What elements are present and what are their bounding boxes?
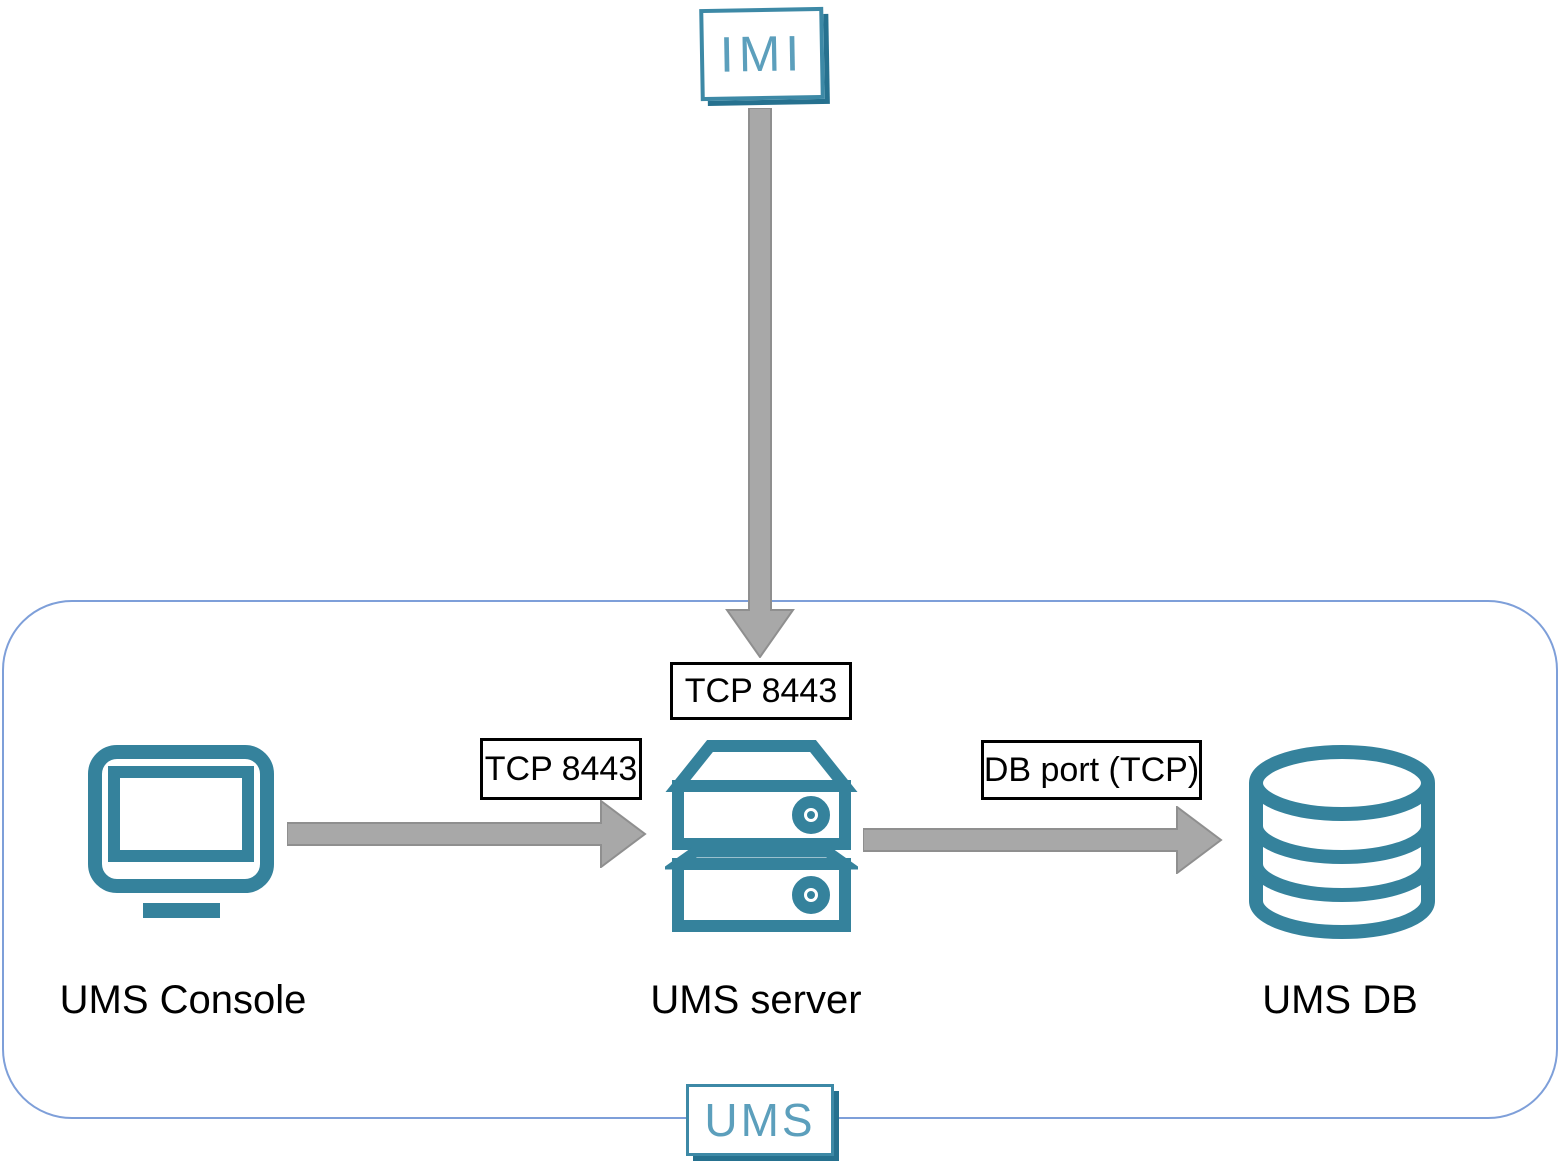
ums-group-label: UMS [704,1094,816,1146]
ums-server-text: UMS server [650,978,862,1022]
ums-db-label: UMS DB [1190,978,1490,1023]
ums-console-label: UMS Console [33,978,333,1023]
server-icon [665,740,858,932]
server-to-db-arrow [863,806,1223,874]
tcp-8443-top-text: TCP 8443 [684,671,838,710]
database-icon [1249,745,1435,939]
tcp-8443-left-text: TCP 8443 [484,749,638,788]
ums-group-box: UMS [686,1084,834,1156]
console-to-server-arrow [287,800,647,868]
ums-db-text: UMS DB [1262,978,1418,1022]
db-port-text: DB port (TCP) [983,750,1200,789]
imi-box: IMI [699,6,825,102]
db-port-label: DB port (TCP) [981,740,1202,800]
ums-server-label: UMS server [606,978,906,1023]
imi-label: IMI [719,25,805,83]
ums-console-text: UMS Console [59,978,307,1022]
tcp-8443-left-label: TCP 8443 [480,738,642,800]
monitor-icon [88,745,274,918]
imi-to-server-arrow [725,108,795,658]
tcp-8443-top-label: TCP 8443 [670,662,852,720]
